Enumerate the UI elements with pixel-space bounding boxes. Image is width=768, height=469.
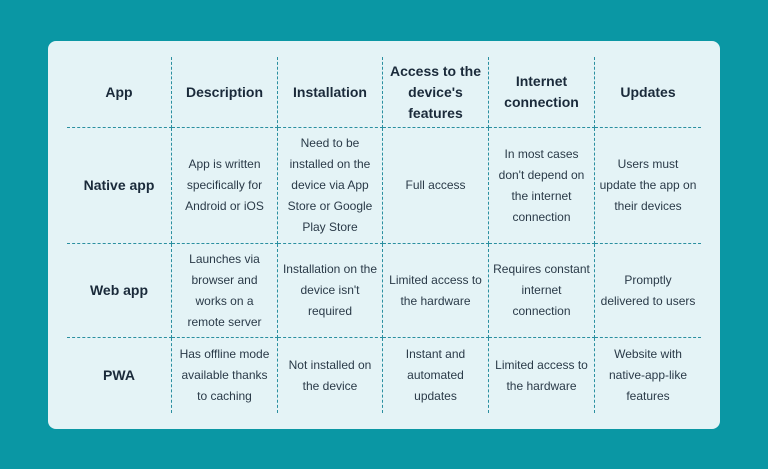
table-cell: Full access bbox=[383, 128, 489, 244]
table-cell: In most cases don't depend on the intern… bbox=[489, 128, 595, 244]
table-cell: Users must update the app on their devic… bbox=[595, 128, 701, 244]
header-updates: Updates bbox=[595, 57, 701, 128]
comparison-card: App Description Installation Access to t… bbox=[48, 41, 720, 429]
table-cell: Instant and automated updates bbox=[383, 338, 489, 413]
table-cell: Has offline mode available thanks to cac… bbox=[172, 338, 278, 413]
header-installation: Installation bbox=[278, 57, 383, 128]
table-cell: Promptly delivered to users bbox=[595, 244, 701, 338]
table-cell: Installation on the device isn't require… bbox=[278, 244, 383, 338]
table-cell: Not installed on the device bbox=[278, 338, 383, 413]
row-label-native-app: Native app bbox=[67, 128, 172, 244]
row-label-pwa: PWA bbox=[67, 338, 172, 413]
table-cell: Limited access to the hardware bbox=[383, 244, 489, 338]
row-label-web-app: Web app bbox=[67, 244, 172, 338]
table-cell: Website with native-app-like features bbox=[608, 347, 688, 403]
table-cell: Launches via browser and works on a remo… bbox=[172, 244, 278, 338]
header-app: App bbox=[67, 57, 172, 128]
comparison-table: App Description Installation Access to t… bbox=[67, 57, 701, 413]
header-device-access: Access to the device's features bbox=[383, 57, 489, 128]
header-description: Description bbox=[172, 57, 278, 128]
table-cell: App is written specifically for Android … bbox=[172, 128, 278, 244]
header-internet-connection: Internet connection bbox=[489, 57, 595, 128]
table-cell: Limited access to the hardware bbox=[489, 338, 595, 413]
table-cell: Requires constant internet connection bbox=[489, 244, 595, 338]
table-cell: Need to be installed on the device via A… bbox=[278, 128, 383, 244]
